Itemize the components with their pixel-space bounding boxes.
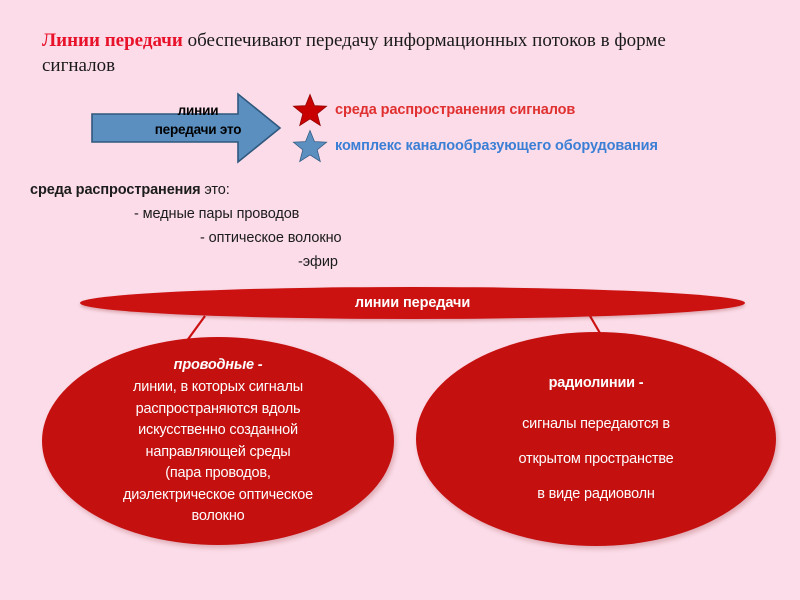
title-accent: Линии передачи bbox=[42, 30, 183, 51]
ellipse-wired-line-4: направляющей среды bbox=[145, 443, 291, 460]
ellipse-radio-line-2: открытом пространстве bbox=[518, 451, 674, 467]
ellipse-radio: радиолинии - сигналы передаются в открыт… bbox=[416, 332, 776, 546]
title-rest: обеспечивают передачу информационных пот… bbox=[42, 30, 666, 76]
banner-ellipse: линии передачи bbox=[80, 287, 745, 319]
ellipse-wired: проводные - линии, в которых сигналы рас… bbox=[42, 337, 394, 545]
arrow-label-line1: линии bbox=[177, 103, 219, 118]
medium-item-3: -эфир bbox=[298, 254, 338, 270]
red-star-icon bbox=[292, 93, 328, 127]
bullet-label-medium: среда распространения сигналов bbox=[335, 102, 576, 118]
arrow-label-line2: передачи это bbox=[154, 122, 242, 137]
medium-definition-block: среда распространения это: - медные пары… bbox=[30, 178, 500, 274]
ellipse-wired-line-5: (пара проводов, bbox=[165, 465, 271, 481]
ellipse-radio-text: радиолинии - сигналы передаются в открыт… bbox=[416, 366, 776, 512]
medium-item-1: - медные пары проводов bbox=[134, 206, 300, 222]
bullet-row-medium: среда распространения сигналов bbox=[292, 93, 575, 127]
ellipse-wired-line-1: линии, в которых сигналы bbox=[133, 379, 303, 395]
ellipse-wired-line-6: диэлектрическое оптическое bbox=[123, 486, 313, 503]
page-title: Линии передачи обеспечивают передачу инф… bbox=[42, 28, 742, 78]
ellipse-wired-text: проводные - линии, в которых сигналы рас… bbox=[42, 355, 394, 528]
blue-star-icon bbox=[292, 129, 328, 163]
ellipse-wired-line-3: искусственно созданной bbox=[138, 422, 298, 438]
right-arrow-icon bbox=[91, 92, 282, 164]
banner-label: линии передачи bbox=[354, 295, 471, 311]
medium-lead: среда распространения bbox=[30, 182, 201, 198]
medium-lead-tail: это: bbox=[200, 182, 230, 198]
ellipse-radio-line-3: в виде радиоволн bbox=[537, 486, 655, 502]
ellipse-wired-line-7: волокно bbox=[191, 508, 245, 524]
transmission-arrow-group: линии передачи это bbox=[90, 92, 282, 164]
ellipse-wired-heading: проводные - bbox=[173, 356, 263, 373]
ellipse-radio-line-1: сигналы передаются в bbox=[522, 416, 670, 432]
arrow-label: линии передачи это bbox=[118, 101, 278, 139]
ellipse-radio-heading: радиолинии - bbox=[548, 375, 644, 391]
bullet-row-equipment: комплекс каналообразующего оборудования bbox=[292, 129, 658, 163]
bullet-label-equipment: комплекс каналообразующего оборудования bbox=[335, 138, 658, 154]
ellipse-wired-line-2: распространяются вдоль bbox=[135, 400, 301, 417]
medium-item-2: - оптическое волокно bbox=[200, 230, 342, 246]
